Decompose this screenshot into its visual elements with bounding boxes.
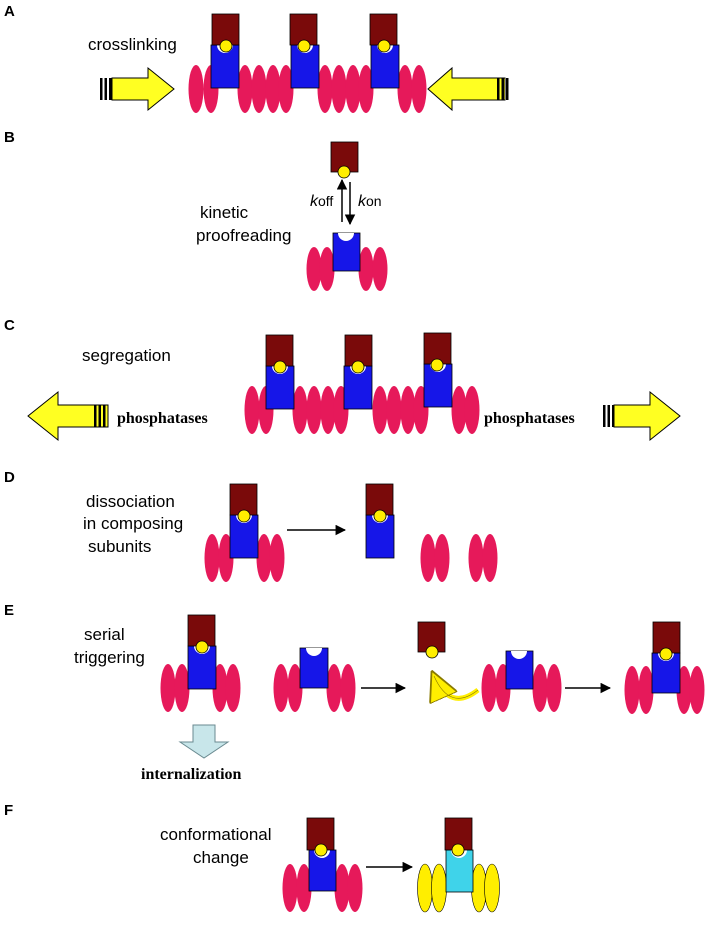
receptor-bound-c3 — [423, 332, 453, 408]
panel-d: D dissociation in composing subunits — [4, 469, 498, 582]
panel-f: F conformational change — [4, 802, 500, 913]
converging-arrow-right — [427, 66, 509, 112]
bound-receptor-e1 — [160, 614, 241, 712]
conformational-change-label-line2: change — [193, 848, 249, 867]
empty-receptor-b — [306, 232, 388, 291]
k-off-label: koff — [310, 193, 333, 210]
kinetic-proofreading-label-line1: kinetic — [200, 203, 249, 222]
panel-letter-f: F — [4, 802, 13, 819]
subunit-row-a — [188, 65, 427, 113]
intact-receptor-d — [204, 483, 285, 582]
bound-receptor-e4 — [624, 621, 705, 714]
panel-letter-d: D — [4, 469, 15, 486]
receptor-before-change — [282, 817, 363, 912]
rebinding-curved-arrow — [434, 676, 480, 698]
panel-b: B kinetic proofreading koff kon — [4, 129, 388, 291]
phosphatases-left-label: phosphatases — [117, 410, 208, 427]
serial-triggering-label-line1: serial — [84, 625, 125, 644]
empty-receptor-e2 — [273, 647, 356, 712]
panel-letter-b: B — [4, 129, 15, 146]
kinetic-proofreading-label-line2: proofreading — [196, 226, 291, 245]
panel-letter-c: C — [4, 317, 15, 334]
panel-c: C segregation phosphatases phosphatases — [4, 317, 681, 442]
diverging-arrow-left — [27, 390, 109, 442]
receptor-bound-a1 — [210, 13, 240, 89]
diverging-arrow-right — [603, 390, 681, 442]
segregation-label: segregation — [82, 346, 171, 365]
released-ligand-e — [417, 621, 446, 659]
panel-letter-e: E — [4, 602, 14, 619]
conformational-change-label-line1: conformational — [160, 825, 272, 844]
internalization-label: internalization — [141, 766, 242, 783]
receptor-bound-c1 — [265, 334, 295, 410]
dissociation-label-line2: in composing — [83, 514, 183, 533]
receptor-after-change — [417, 817, 500, 913]
converging-arrow-left — [100, 66, 175, 112]
receptor-bound-a2 — [289, 13, 320, 89]
dissociation-label-line3: subunits — [88, 537, 151, 556]
crosslinking-label: crosslinking — [88, 35, 177, 54]
serial-triggering-label-line2: triggering — [74, 648, 145, 667]
receptor-bound-a3 — [369, 13, 400, 89]
rebinding-curved-arrow-outline — [433, 675, 479, 699]
receptor-bound-c2 — [343, 334, 373, 410]
free-ligand-b — [330, 141, 359, 179]
panel-letter-a: A — [4, 3, 15, 20]
phosphatases-right-label: phosphatases — [484, 410, 575, 427]
dissociated-receptor-d — [365, 483, 395, 559]
panel-a: A crosslinking — [4, 3, 509, 113]
free-subunits-d1 — [420, 534, 450, 582]
panel-e: E serial triggering internalization — [4, 602, 705, 783]
free-subunits-d2 — [468, 534, 498, 582]
empty-receptor-e3 — [481, 650, 562, 712]
k-on-label: kon — [358, 193, 382, 210]
internalization-arrow — [178, 724, 230, 759]
dissociation-label-line1: dissociation — [86, 492, 175, 511]
